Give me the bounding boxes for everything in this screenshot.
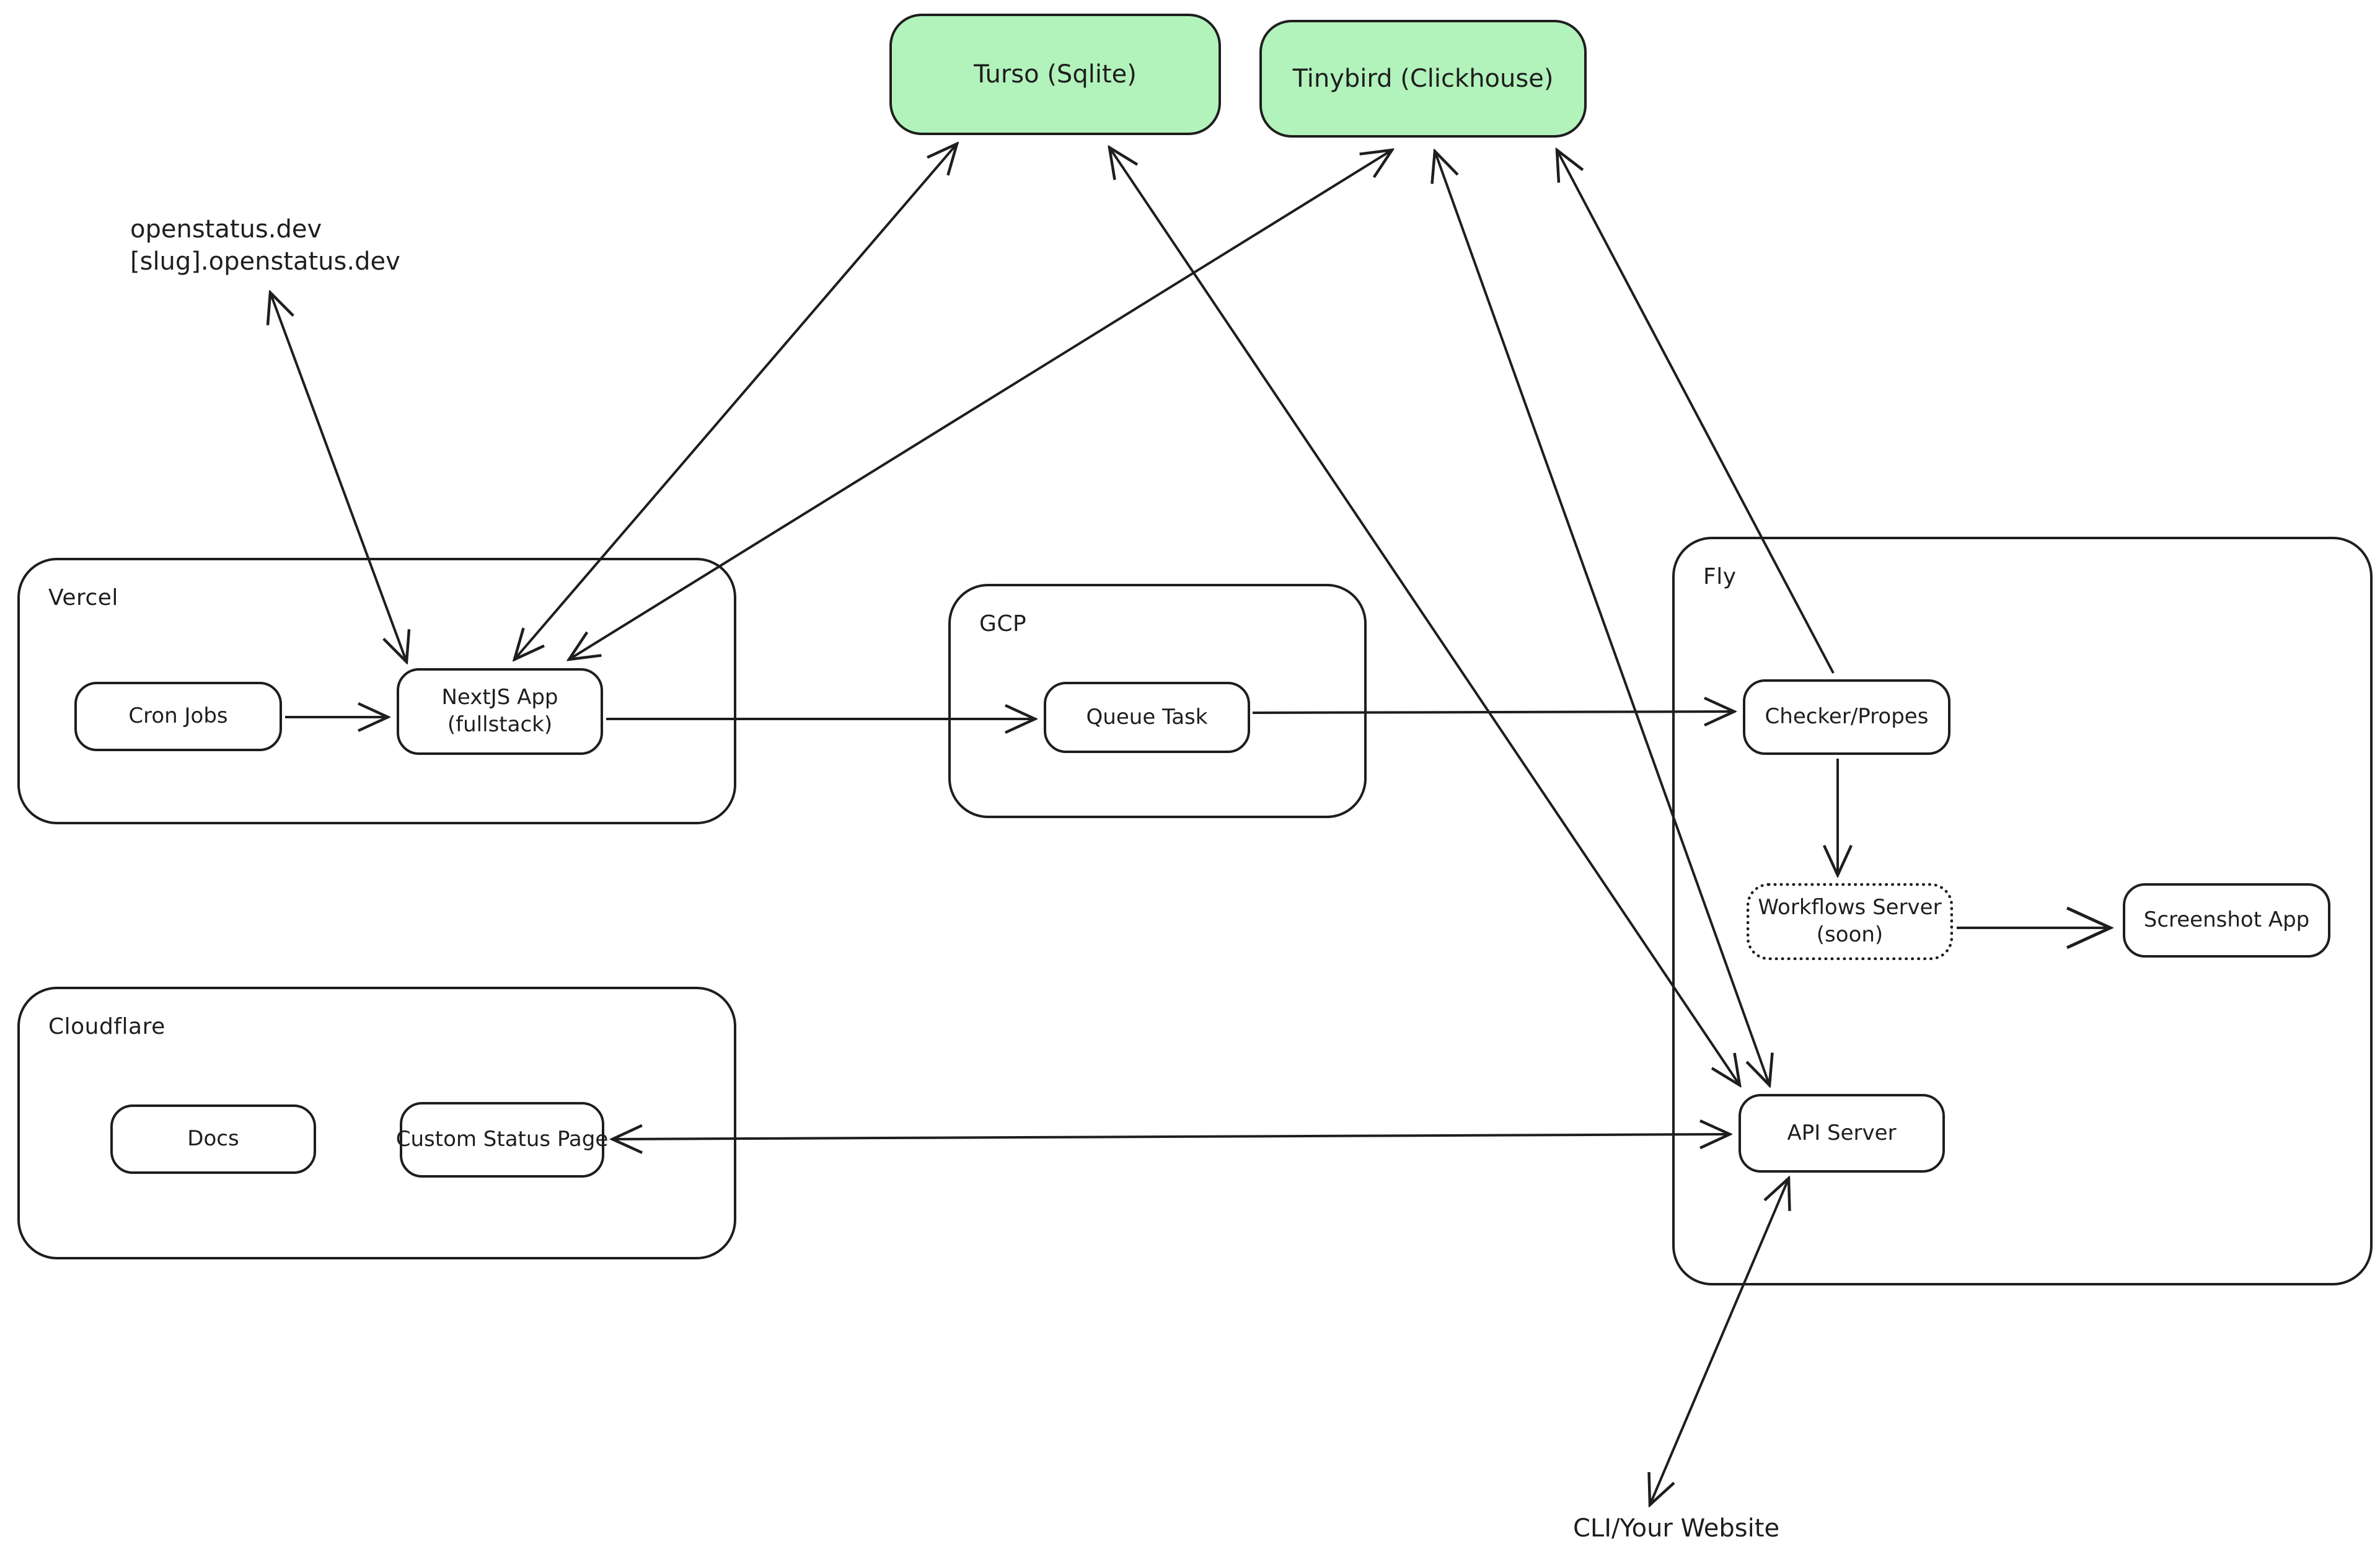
node-queue-task: Queue Task bbox=[1044, 682, 1250, 753]
node-checker: Checker/Propes bbox=[1743, 679, 1950, 755]
node-nextjs-app-line2: (fullstack) bbox=[447, 712, 553, 737]
node-api-server: API Server bbox=[1739, 1094, 1945, 1173]
node-workflows-server-line2: (soon) bbox=[1816, 922, 1884, 947]
node-api-server-label: API Server bbox=[1787, 1120, 1897, 1145]
group-gcp-label: GCP bbox=[979, 611, 1027, 637]
annotation-domains-line1: openstatus.dev bbox=[130, 215, 322, 244]
node-docs: Docs bbox=[110, 1104, 316, 1174]
db-tinybird-label: Tinybird (Clickhouse) bbox=[1292, 64, 1554, 93]
annotation-cli: CLI/Your Website bbox=[1573, 1512, 1779, 1545]
annotation-domains: openstatus.dev [slug].openstatus.dev bbox=[130, 213, 400, 278]
node-workflows-server: Workflows Server (soon) bbox=[1747, 883, 1953, 960]
annotation-cli-label: CLI/Your Website bbox=[1573, 1514, 1780, 1543]
annotation-domains-line2: [slug].openstatus.dev bbox=[130, 247, 400, 276]
group-cloudflare-label: Cloudflare bbox=[48, 1014, 165, 1039]
node-queue-task-label: Queue Task bbox=[1086, 704, 1208, 729]
node-custom-status-page-label: Custom Status Page bbox=[395, 1127, 609, 1152]
node-docs-label: Docs bbox=[187, 1126, 239, 1152]
edge-api-server-custom-status-page bbox=[612, 1134, 1730, 1139]
node-cron-jobs: Cron Jobs bbox=[74, 682, 282, 751]
group-fly-label: Fly bbox=[1703, 564, 1737, 589]
node-screenshot-app-label: Screenshot App bbox=[2143, 907, 2310, 933]
db-tinybird: Tinybird (Clickhouse) bbox=[1259, 20, 1587, 138]
node-cron-jobs-label: Cron Jobs bbox=[128, 703, 228, 729]
node-screenshot-app: Screenshot App bbox=[2123, 883, 2330, 958]
node-workflows-server-line1: Workflows Server bbox=[1758, 895, 1942, 920]
node-nextjs-app-line1: NextJS App bbox=[441, 685, 558, 710]
node-nextjs-app: NextJS App (fullstack) bbox=[397, 668, 603, 755]
group-vercel-label: Vercel bbox=[48, 585, 118, 610]
node-custom-status-page: Custom Status Page bbox=[396, 1102, 608, 1178]
node-checker-label: Checker/Propes bbox=[1765, 704, 1929, 729]
db-turso: Turso (Sqlite) bbox=[889, 14, 1221, 135]
db-turso-label: Turso (Sqlite) bbox=[974, 60, 1137, 89]
